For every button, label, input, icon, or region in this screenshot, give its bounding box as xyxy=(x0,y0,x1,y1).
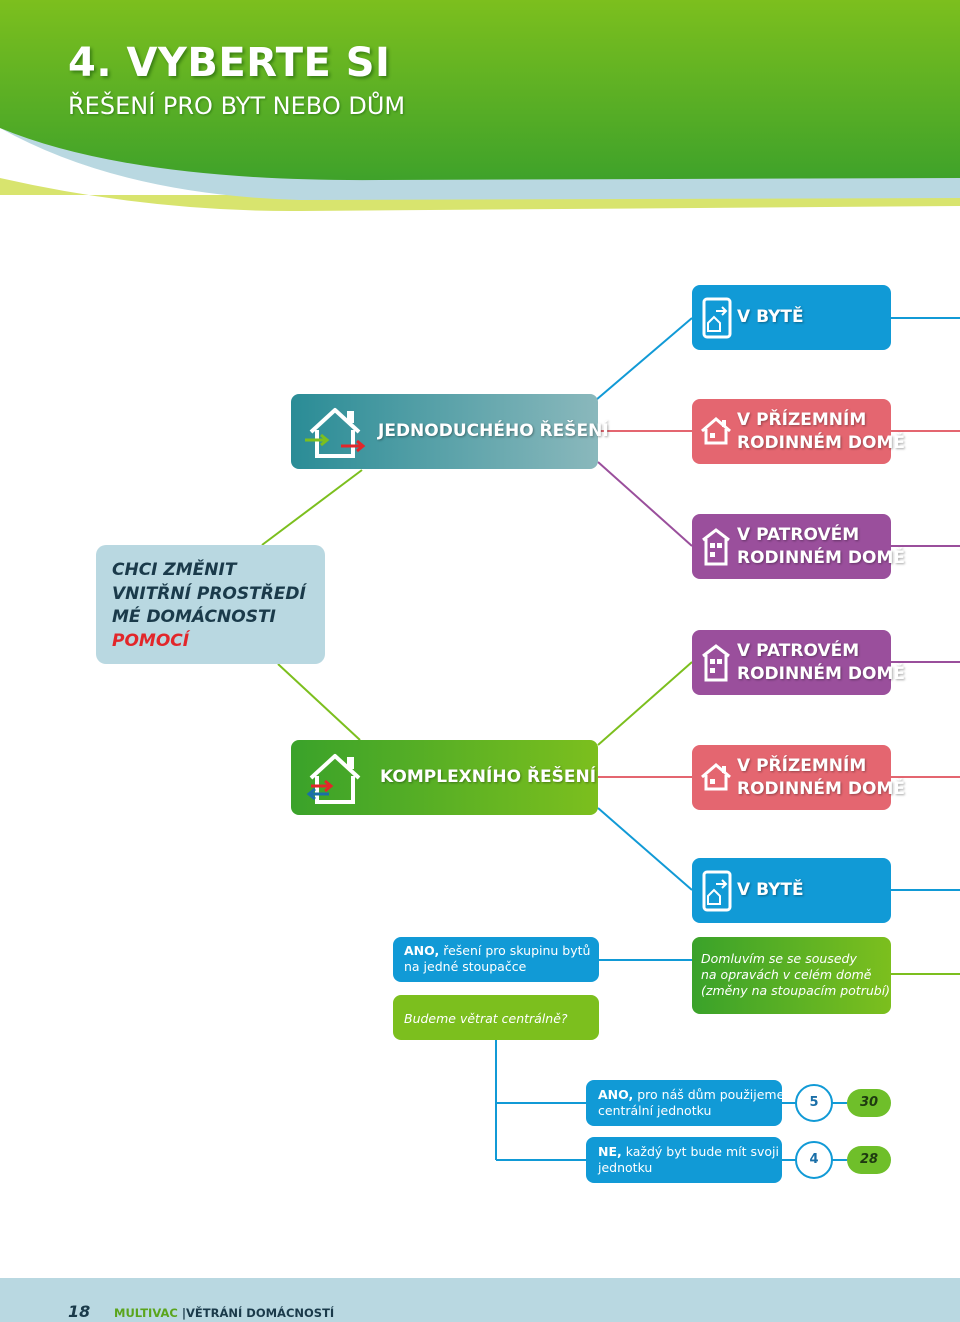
option-patrovem-2-label: V PATROVÉM RODINNÉM DOMĚ xyxy=(737,640,905,686)
simple-solution-label: JEDNODUCHÉHO ŘEŠENÍ xyxy=(378,421,609,441)
label-line-1: V PATROVÉM xyxy=(737,525,860,545)
ano-rest: řešení pro skupinu bytů xyxy=(443,943,591,958)
result-ano-rest: pro náš dům použijeme xyxy=(637,1087,785,1102)
start-line-1: CHCI ZMĚNIT xyxy=(112,560,237,580)
page-subtitle: ŘEŠENÍ PRO BYT NEBO DŮM xyxy=(68,92,406,120)
result-ne-line-2: jednotku xyxy=(598,1160,653,1175)
brand-name: MULTIVAC xyxy=(114,1306,178,1320)
option-byt-top-label: V BYTĚ xyxy=(737,307,804,327)
page-title: 4. VYBERTE SI xyxy=(68,40,391,86)
neighbors-box[interactable]: Domluvím se se sousedy na opravách v cel… xyxy=(692,937,891,1014)
label-line-2: RODINNÉM DOMĚ xyxy=(737,548,905,568)
result-ne-number: 4 xyxy=(795,1141,833,1179)
result-ne-page[interactable]: 28 xyxy=(847,1146,891,1174)
complex-solution-label: KOMPLEXNÍHO ŘEŠENÍ xyxy=(380,767,597,787)
result-ano-number: 5 xyxy=(795,1084,833,1122)
neighbors-text: Domluvím se se sousedy na opravách v cel… xyxy=(701,951,890,999)
result-ano-bold: ANO, xyxy=(598,1087,634,1102)
simple-solution-box[interactable]: JEDNODUCHÉHO ŘEŠENÍ xyxy=(291,394,609,469)
option-byt-bottom-label: V BYTĚ xyxy=(737,880,804,900)
option-prizemni-top[interactable]: V PŘÍZEMNÍM RODINNÉM DOMĚ xyxy=(692,399,905,464)
result-ano-page[interactable]: 30 xyxy=(847,1089,891,1117)
option-prizemni-bottom-label: V PŘÍZEMNÍM RODINNÉM DOMĚ xyxy=(737,755,905,801)
footer-section: VĚTRÁNÍ DOMÁCNOSTÍ xyxy=(186,1306,335,1320)
ano-group-box[interactable]: ANO, řešení pro skupinu bytů na jedné st… xyxy=(393,937,599,982)
result-ano-text: ANO, pro náš dům použijeme centrální jed… xyxy=(598,1087,784,1119)
option-patrovem-2[interactable]: V PATROVÉM RODINNÉM DOMĚ xyxy=(692,630,905,695)
neighbors-line-2: na opravách v celém domě xyxy=(701,967,872,982)
result-ne-text: NE, každý byt bude mít svoji jednotku xyxy=(598,1144,779,1176)
multistorey-house-icon xyxy=(702,644,730,682)
house-arrows-icon xyxy=(305,408,366,458)
footer-bar xyxy=(0,1278,960,1322)
label-line-1: V PŘÍZEMNÍM xyxy=(737,410,867,430)
house-arrows-icon xyxy=(306,754,361,804)
result-ne-box[interactable]: NE, každý byt bude mít svoji jednotku xyxy=(586,1137,782,1183)
option-byt-top[interactable]: V BYTĚ xyxy=(692,285,891,350)
question-box: Budeme větrat centrálně? xyxy=(393,995,599,1040)
neighbors-line-3: (změny na stoupacím potrubí) xyxy=(701,983,891,998)
header-banner xyxy=(0,0,960,212)
house-icon xyxy=(701,763,731,791)
option-byt-bottom[interactable]: V BYTĚ xyxy=(692,858,891,923)
ano-line-2: na jedné stoupačce xyxy=(404,959,527,974)
result-ano-box[interactable]: ANO, pro náš dům použijeme centrální jed… xyxy=(586,1080,784,1126)
start-text: CHCI ZMĚNIT VNITŘNÍ PROSTŘEDÍ MÉ DOMÁCNO… xyxy=(112,559,306,653)
start-line-3: MÉ DOMÁCNOSTI xyxy=(112,607,276,627)
label-line-1: V PATROVÉM xyxy=(737,641,860,661)
complex-solution-box[interactable]: KOMPLEXNÍHO ŘEŠENÍ xyxy=(291,740,598,815)
result-ne-rest: každý byt bude mít svoji xyxy=(625,1144,779,1159)
flat-icon xyxy=(702,870,732,912)
option-prizemni-bottom[interactable]: V PŘÍZEMNÍM RODINNÉM DOMĚ xyxy=(692,745,905,810)
start-accent: POMOCÍ xyxy=(112,630,190,651)
option-patrovem-1[interactable]: V PATROVÉM RODINNÉM DOMĚ xyxy=(692,514,905,579)
start-box: CHCI ZMĚNIT VNITŘNÍ PROSTŘEDÍ MÉ DOMÁCNO… xyxy=(96,545,325,664)
start-line-2: VNITŘNÍ PROSTŘEDÍ xyxy=(112,583,306,604)
brand-separator: | xyxy=(181,1306,187,1320)
ano-bold: ANO, xyxy=(404,943,440,958)
result-ano-line-2: centrální jednotku xyxy=(598,1103,712,1118)
label-line-2: RODINNÉM DOMĚ xyxy=(737,664,905,684)
neighbors-line-1: Domluvím se se sousedy xyxy=(701,951,857,966)
ano-group-text: ANO, řešení pro skupinu bytů na jedné st… xyxy=(404,943,590,975)
label-line-2: RODINNÉM DOMĚ xyxy=(737,779,905,799)
house-icon xyxy=(701,417,731,445)
multistorey-house-icon xyxy=(702,528,730,566)
flat-icon xyxy=(702,297,732,339)
label-line-1: V PŘÍZEMNÍM xyxy=(737,756,867,776)
footer-brand: MULTIVAC |VĚTRÁNÍ DOMÁCNOSTÍ xyxy=(114,1306,334,1320)
option-patrovem-1-label: V PATROVÉM RODINNÉM DOMĚ xyxy=(737,524,905,570)
option-prizemni-top-label: V PŘÍZEMNÍM RODINNÉM DOMĚ xyxy=(737,409,905,455)
question-text: Budeme větrat centrálně? xyxy=(404,1011,568,1026)
result-ne-bold: NE, xyxy=(598,1144,622,1159)
page-number: 18 xyxy=(68,1302,91,1321)
label-line-2: RODINNÉM DOMĚ xyxy=(737,433,905,453)
connector-lines xyxy=(261,317,960,1161)
